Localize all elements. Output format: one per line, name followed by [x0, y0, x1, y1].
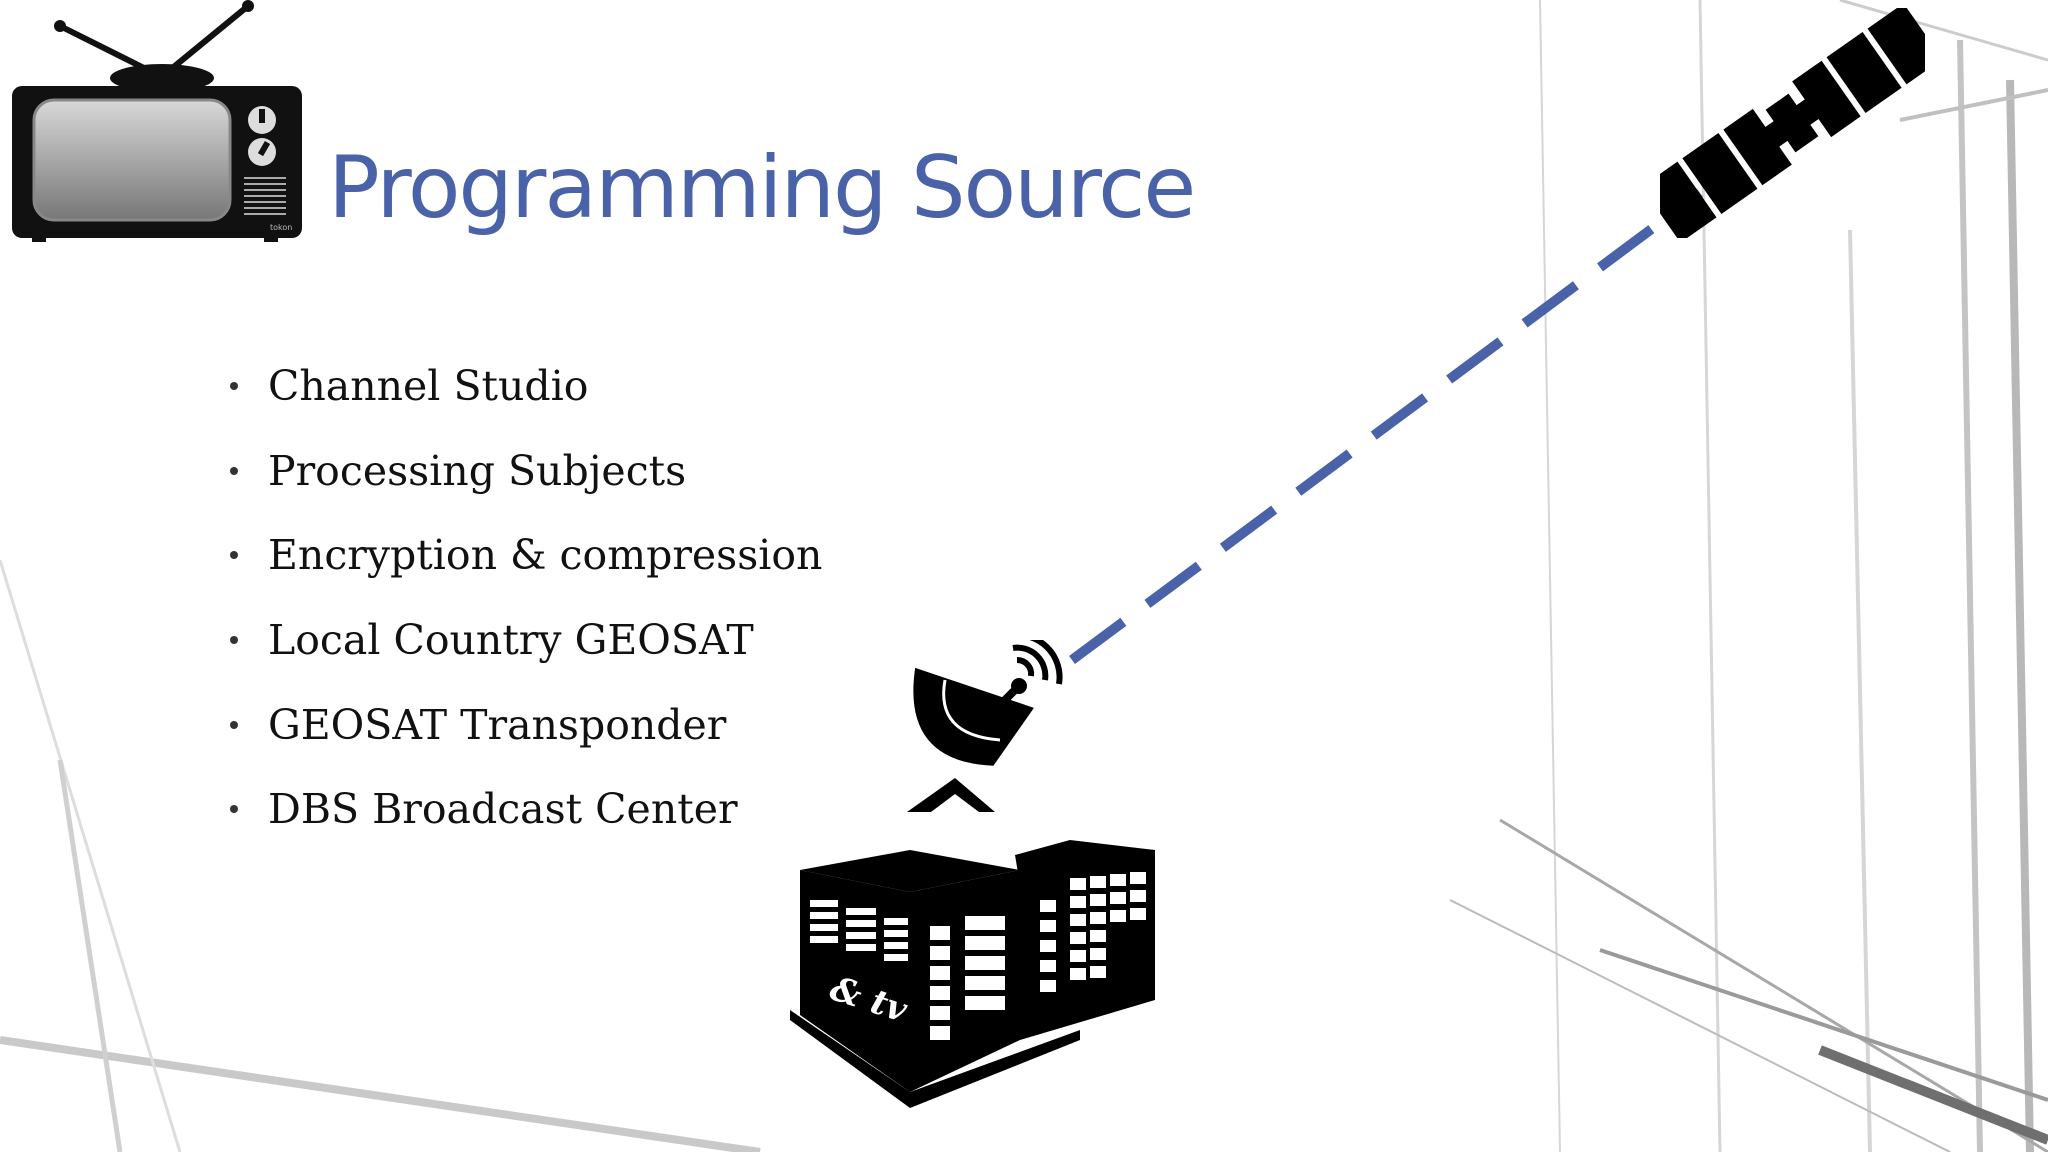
bullet-item: DBS Broadcast Center — [228, 767, 822, 852]
bullet-text: Encryption & compression — [268, 531, 823, 580]
bullet-item: GEOSAT Transponder — [228, 682, 822, 767]
tv-icon: tokon — [12, 0, 302, 242]
bullet-item: Channel Studio — [228, 344, 822, 429]
bullet-text: Local Country GEOSAT — [268, 616, 754, 665]
bullet-item: Encryption & compression — [228, 513, 822, 598]
broadcast-building-icon: & tv — [790, 840, 1155, 1108]
bullet-dot — [230, 720, 238, 729]
bullet-dot — [230, 382, 238, 391]
bullet-dot — [230, 551, 238, 560]
bullet-item: Local Country GEOSAT — [228, 598, 822, 683]
bullet-text: DBS Broadcast Center — [268, 785, 738, 834]
bullet-text: Processing Subjects — [268, 446, 687, 495]
bullet-item: Processing Subjects — [228, 429, 822, 514]
bullet-dot — [230, 636, 238, 645]
bullet-list: Channel Studio Processing Subjects Encry… — [228, 344, 822, 852]
bullet-text: GEOSAT Transponder — [268, 700, 727, 749]
bullet-dot — [230, 805, 238, 814]
slide-title: Programming Source — [328, 138, 1196, 238]
satellite-dish-icon — [907, 640, 1063, 812]
tv-brand-label: tokon — [270, 223, 292, 232]
bullet-text: Channel Studio — [268, 362, 589, 411]
bullet-dot — [230, 466, 238, 475]
satellite-icon — [1660, 8, 1925, 238]
